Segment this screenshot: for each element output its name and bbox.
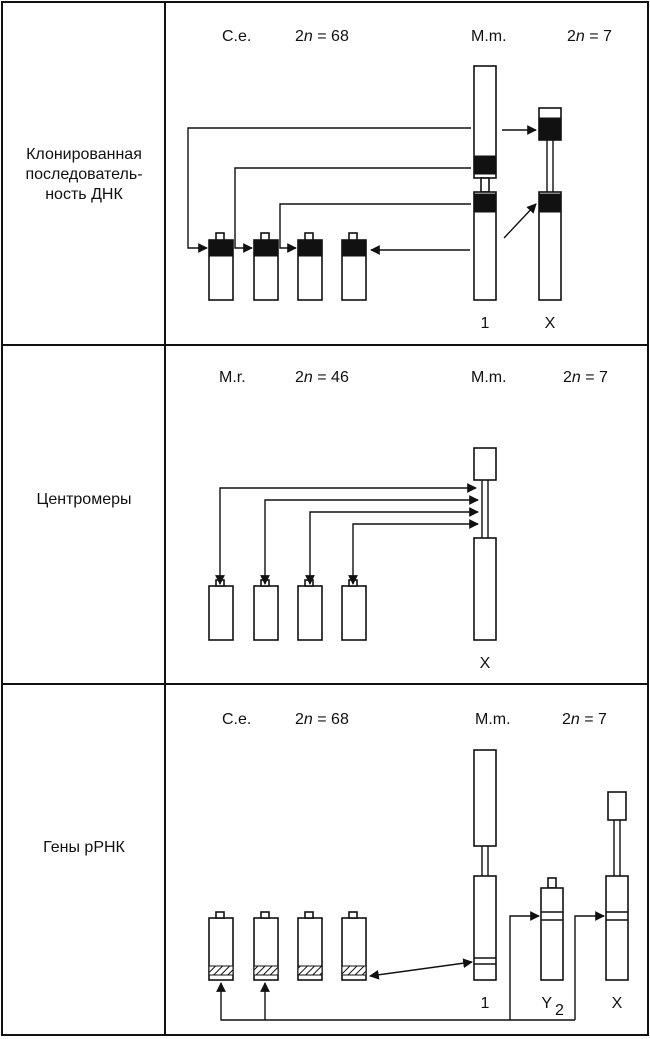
left-species-label: M.r. — [219, 369, 246, 386]
small-chromosome — [297, 911, 323, 981]
small-chromosome — [341, 911, 367, 981]
chromosome-label: 1 — [481, 995, 490, 1012]
row-rrna-genes: Гены рРНК C.e. 2n = 68 M.m. 2n = 7 — [43, 711, 629, 1021]
row-centromeres: Центромеры M.r. 2n = 46 M.m. 2n = 7 X — [37, 369, 609, 672]
small-chromosome — [341, 232, 367, 301]
chromosome-label: X — [545, 315, 556, 332]
centromere-arrows — [215, 483, 479, 585]
row-label: последователь- — [25, 166, 142, 183]
right-species-label: M.m. — [471, 369, 507, 386]
left-ploidy-label: 2n = 68 — [295, 711, 349, 728]
chromosome-label: Y — [541, 995, 552, 1012]
left-species-label: C.e. — [222, 711, 251, 728]
chromosome-label: 1 — [481, 315, 490, 332]
small-chromosome — [208, 579, 234, 641]
row-label: Гены рРНК — [43, 839, 125, 856]
chromosome-1 — [473, 65, 497, 301]
homology-arrows — [187, 125, 537, 255]
row-label: ность ДНК — [45, 186, 123, 203]
right-ploidy-label: 2n = 7 — [563, 369, 608, 386]
small-chromosome — [208, 911, 234, 981]
chromosome-y2 — [540, 877, 564, 981]
small-chromosome — [297, 232, 323, 301]
row-label: Центромеры — [37, 491, 132, 508]
chromosome-x — [605, 791, 629, 981]
chromosome-x — [538, 107, 562, 301]
right-ploidy-label: 2n = 7 — [562, 711, 607, 728]
left-ploidy-label: 2n = 68 — [295, 28, 349, 45]
small-chromosome — [341, 579, 367, 641]
right-species-label: M.m. — [475, 711, 511, 728]
chromosome-label-subscript: 2 — [555, 1002, 564, 1019]
small-chromosome — [208, 232, 234, 301]
chromosome-label: X — [480, 655, 491, 672]
left-ploidy-label: 2n = 46 — [295, 369, 349, 386]
small-chromosome — [253, 232, 279, 301]
small-chromosome — [297, 579, 323, 641]
chromosome-label: X — [612, 995, 623, 1012]
chromosome-1 — [473, 749, 497, 981]
chromosome-x — [473, 447, 497, 641]
small-chromosome — [253, 579, 279, 641]
small-chromosome — [253, 911, 279, 981]
rrna-arrows — [216, 911, 605, 1021]
right-ploidy-label: 2n = 7 — [567, 28, 612, 45]
left-species-label: C.e. — [222, 28, 251, 45]
row-label: Клонированная — [26, 146, 142, 163]
row-cloned-dna: Клонированная последователь- ность ДНК C… — [25, 28, 612, 332]
right-species-label: M.m. — [471, 28, 507, 45]
